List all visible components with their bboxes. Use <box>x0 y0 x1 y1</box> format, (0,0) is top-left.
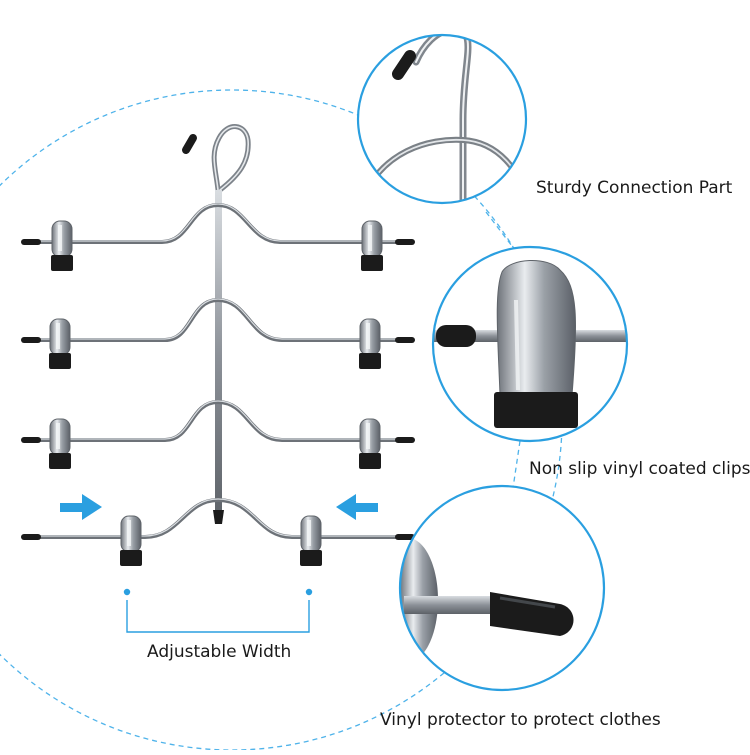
hanger-tiers <box>21 202 415 540</box>
connector-lines <box>485 211 521 489</box>
label-adjustable-width: Adjustable Width <box>147 642 292 662</box>
arrow-right-icon <box>60 494 102 520</box>
width-bracket <box>123 588 313 633</box>
zoom-circle-clip <box>431 245 629 443</box>
zoom-circle-connection <box>356 33 528 205</box>
label-sturdy-connection: Sturdy Connection Part <box>536 178 733 198</box>
central-rod <box>213 190 224 524</box>
label-vinyl-protector: Vinyl protector to protect clothes <box>380 710 661 730</box>
arrow-left-icon <box>336 494 378 520</box>
hanger-hook <box>182 124 251 208</box>
zoom-circle-protector <box>398 484 606 692</box>
label-non-slip-clips: Non slip vinyl coated clips <box>529 459 750 479</box>
